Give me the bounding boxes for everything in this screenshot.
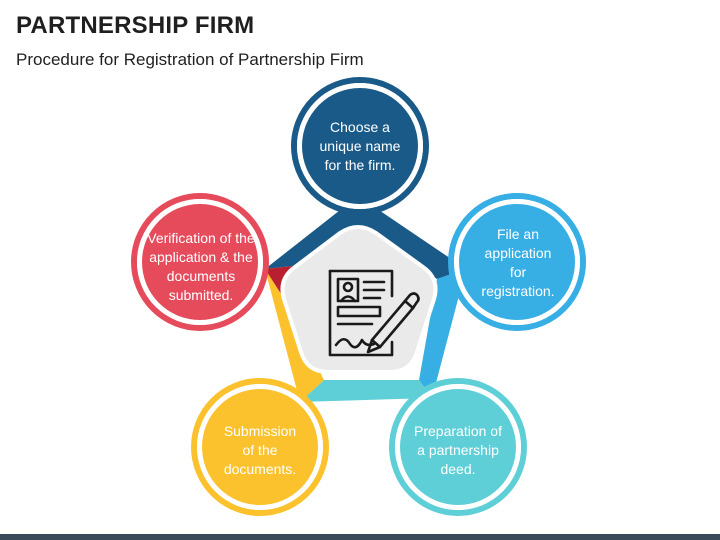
- step-3-label: Preparation of a partnership deed.: [414, 423, 502, 477]
- pentagon-segment-bottom-right: [300, 380, 432, 402]
- page-subtitle: Procedure for Registration of Partnershi…: [16, 50, 364, 69]
- step-circle-1: [291, 77, 429, 215]
- pentagon-segment-right: [419, 269, 466, 398]
- pentagon-segment-top-right: [358, 196, 466, 279]
- step-circle-5: [131, 193, 269, 331]
- step-circle-2: [448, 193, 586, 331]
- document-signing-icon: [328, 269, 420, 357]
- step-circle-3: [389, 378, 527, 516]
- step-4-label: Submission of the documents.: [223, 423, 297, 477]
- bottom-bar: [0, 534, 720, 540]
- step-5-label: Verification of the application & the do…: [147, 230, 255, 303]
- page-title: PARTNERSHIP FIRM: [16, 12, 255, 39]
- step-2-label: File an application for registration.: [481, 226, 555, 299]
- pentagon-segment-top: [265, 196, 358, 269]
- step-circle-4: [191, 378, 329, 516]
- step-1-label: Choose a unique name for the firm.: [319, 119, 401, 173]
